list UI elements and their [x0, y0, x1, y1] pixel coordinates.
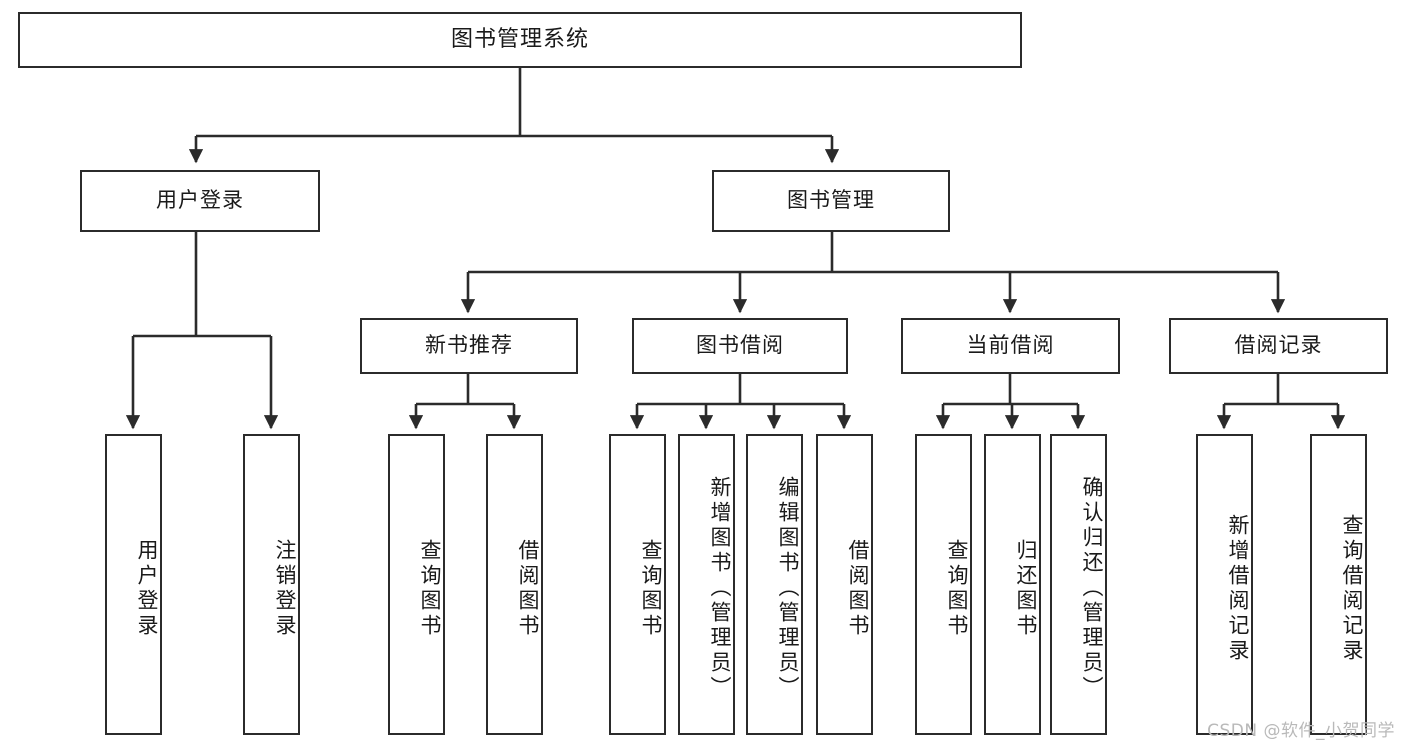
leaf-add-book-admin[interactable]: 新增图书（管理员） [678, 434, 735, 735]
csdn-watermark: CSDN @软件_小贺同学 [1207, 721, 1395, 741]
leaf-return-book[interactable]: 归还图书 [984, 434, 1041, 735]
leaf-borrow-book-recommend[interactable]: 借阅图书 [486, 434, 543, 735]
leaf-query-book-current[interactable]: 查询图书 [915, 434, 972, 735]
node-user-login[interactable]: 用户登录 [80, 170, 320, 232]
leaf-borrow-book[interactable]: 借阅图书 [816, 434, 873, 735]
leaf-add-borrow-record[interactable]: 新增借阅记录 [1196, 434, 1253, 735]
node-book-borrow[interactable]: 图书借阅 [632, 318, 848, 374]
leaf-confirm-return-admin[interactable]: 确认归还（管理员） [1050, 434, 1107, 735]
leaf-logout[interactable]: 注销登录 [243, 434, 300, 735]
leaf-query-book-borrow[interactable]: 查询图书 [609, 434, 666, 735]
node-root-system[interactable]: 图书管理系统 [18, 12, 1022, 68]
node-book-management[interactable]: 图书管理 [712, 170, 950, 232]
node-borrow-record[interactable]: 借阅记录 [1169, 318, 1388, 374]
node-new-book-recommend[interactable]: 新书推荐 [360, 318, 578, 374]
node-current-borrow[interactable]: 当前借阅 [901, 318, 1120, 374]
leaf-query-borrow-record[interactable]: 查询借阅记录 [1310, 434, 1367, 735]
leaf-edit-book-admin[interactable]: 编辑图书（管理员） [746, 434, 803, 735]
leaf-query-book-recommend[interactable]: 查询图书 [388, 434, 445, 735]
leaf-user-login[interactable]: 用户登录 [105, 434, 162, 735]
